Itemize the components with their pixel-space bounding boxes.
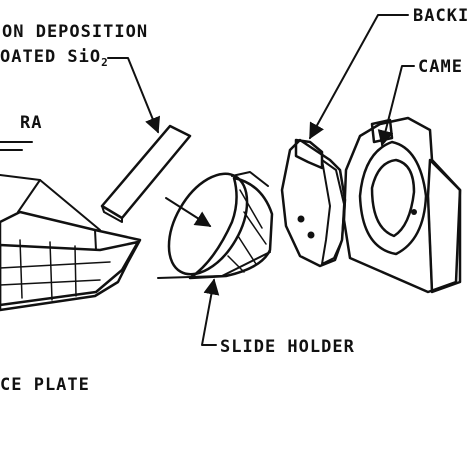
deposition-label-subscript: 2	[101, 56, 109, 69]
base-plate-label: CE PLATE	[0, 375, 90, 395]
deposition-label-text: OATED SiO	[0, 47, 101, 67]
slide-holder	[157, 171, 274, 280]
slide-holder-label: SLIDE HOLDER	[220, 337, 355, 357]
slide-holder-leader	[201, 278, 220, 346]
camera-mount-hole	[411, 209, 417, 215]
camera-right-leader	[377, 65, 415, 147]
backing-hole-1	[297, 215, 305, 223]
camera-left-leader	[0, 141, 33, 151]
backing-hole-2	[307, 231, 315, 239]
deposition-label-line1: ON DEPOSITION	[2, 22, 148, 42]
camera-right-label: CAME	[418, 57, 463, 77]
base-plate	[0, 174, 142, 312]
sio2-slide	[100, 124, 192, 223]
backing-plate	[280, 138, 347, 268]
deposition-leader	[107, 57, 161, 134]
backing-leader	[309, 14, 409, 140]
center-arrow	[165, 197, 212, 227]
camera-left-label: RA	[20, 113, 42, 133]
backing-label: BACKI	[413, 6, 469, 26]
deposition-label-line2: OATED SiO2	[0, 47, 109, 69]
camera-mount	[342, 116, 462, 294]
